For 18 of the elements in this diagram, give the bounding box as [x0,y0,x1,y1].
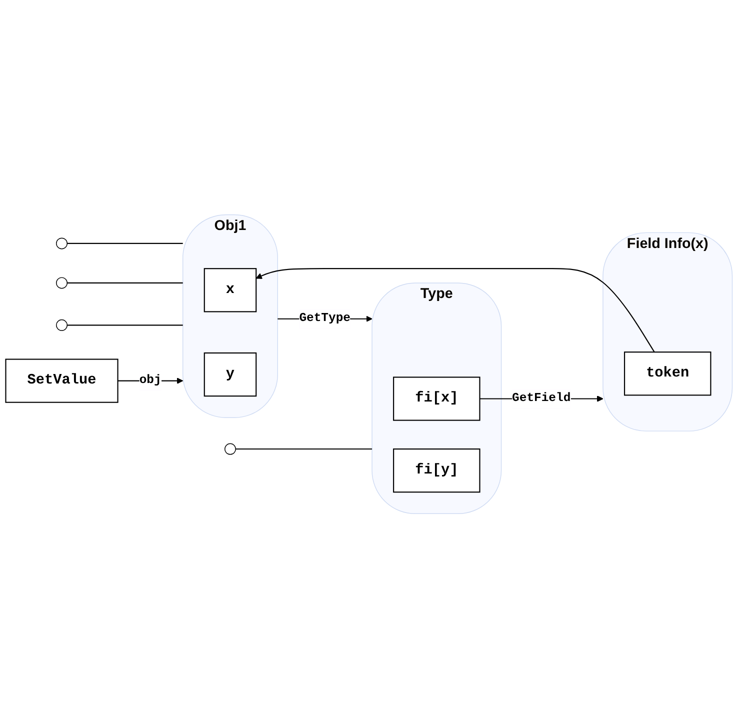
edge-label: GetField [512,392,571,406]
node-box: y [204,352,257,396]
node-box: token [624,351,712,396]
node-box: SetValue [5,358,118,403]
connector [67,242,183,244]
edge-label: obj [139,374,162,388]
node-circle [224,443,236,455]
node-circle [56,319,68,331]
node-box: fi[y] [393,448,480,492]
connector [67,324,183,326]
node-box: x [204,268,257,312]
node-box: fi[x] [393,376,480,421]
node-circle [56,238,68,250]
connector [67,282,183,284]
arrow [256,268,655,352]
node-circle [56,277,68,288]
connector [236,448,372,450]
edge-label: GetType [299,312,350,326]
